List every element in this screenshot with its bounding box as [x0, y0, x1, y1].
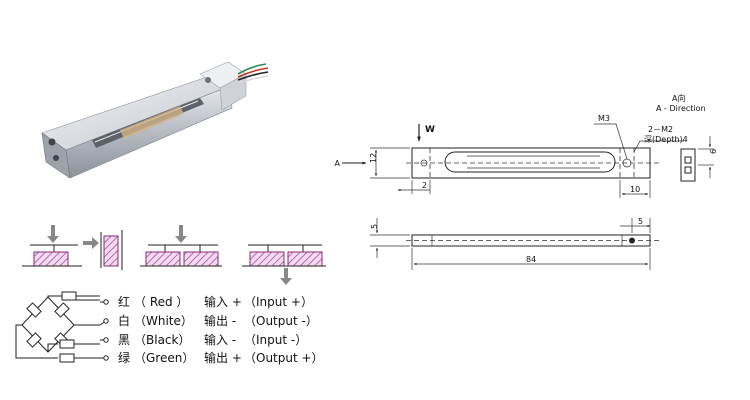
- wire-func-cn: 输入 +: [204, 294, 242, 309]
- wire-func-en: （Input -）: [244, 333, 307, 347]
- force-arrow-icon: [175, 236, 187, 243]
- wiring-legend: 红 （ Red ） 输入 + （Input +） 白 （White） 输出 - …: [118, 294, 324, 365]
- wire-func-en: （Output -）: [244, 314, 318, 328]
- wire-func-cn: 输入 -: [204, 332, 236, 347]
- wire-cn: 白: [118, 313, 130, 328]
- wire-func-cn: 输出 +: [204, 350, 242, 365]
- force-arrow-icon: [92, 237, 99, 249]
- wire-row-green: 绿 （Green） 输出 + （Output +）: [118, 350, 324, 365]
- dim-a-width: 6: [709, 149, 718, 154]
- dim-hole-offset: 2: [422, 181, 427, 190]
- dim-length: 84: [526, 255, 536, 264]
- wire-row-black: 黑 （Black） 输入 - （Input -）: [118, 332, 307, 347]
- wire-func-en: （Output +）: [244, 351, 324, 365]
- top-view: W A 12 2 10 M3: [335, 114, 688, 198]
- dim-thickness: 5: [370, 224, 379, 229]
- wire-cn: 黑: [118, 333, 130, 347]
- wire-row-red: 红 （ Red ） 输入 + （Input +）: [118, 294, 313, 309]
- mount-holes-label: 2－M2: [648, 125, 673, 134]
- a-direction-en: A - Direction: [656, 104, 706, 113]
- wire-cn: 绿: [118, 350, 130, 365]
- dim-side-offset: 5: [638, 217, 643, 226]
- a-direction-cn: A向: [672, 93, 685, 103]
- load-cell-photo: [41, 61, 269, 179]
- gauge-config-1: [22, 225, 82, 267]
- force-arrow-icon: [47, 236, 59, 243]
- load-force-label: W: [425, 125, 435, 135]
- thread-hole-label: M3: [598, 114, 610, 123]
- wire-func-cn: 输出 -: [204, 313, 236, 328]
- gauge-load-diagrams: [22, 225, 326, 285]
- wire-func-en: （Input +）: [244, 295, 313, 309]
- wire-color: （ Red ）: [134, 295, 188, 309]
- dim-height: 12: [369, 153, 378, 163]
- depth-label: 深(Depth)4: [644, 135, 688, 144]
- wire-color: （Black）: [134, 333, 190, 347]
- gauge-config-4: [242, 244, 326, 285]
- side-view: 5 5 84: [370, 217, 660, 270]
- wire-color: （Green）: [134, 351, 194, 365]
- wire-color: （White）: [134, 314, 193, 328]
- wire-cn: 红: [118, 294, 130, 309]
- a-direction-view: A向 A - Direction 6: [656, 93, 718, 182]
- force-arrow-icon: [280, 278, 292, 285]
- wheatstone-bridge: [15, 291, 109, 363]
- gauge-config-2: [83, 230, 123, 270]
- view-arrow-label: A: [335, 159, 341, 168]
- dim-end-length: 10: [630, 185, 640, 194]
- gauge-config-3: [140, 225, 222, 267]
- wire-row-white: 白 （White） 输出 - （Output -）: [118, 313, 318, 328]
